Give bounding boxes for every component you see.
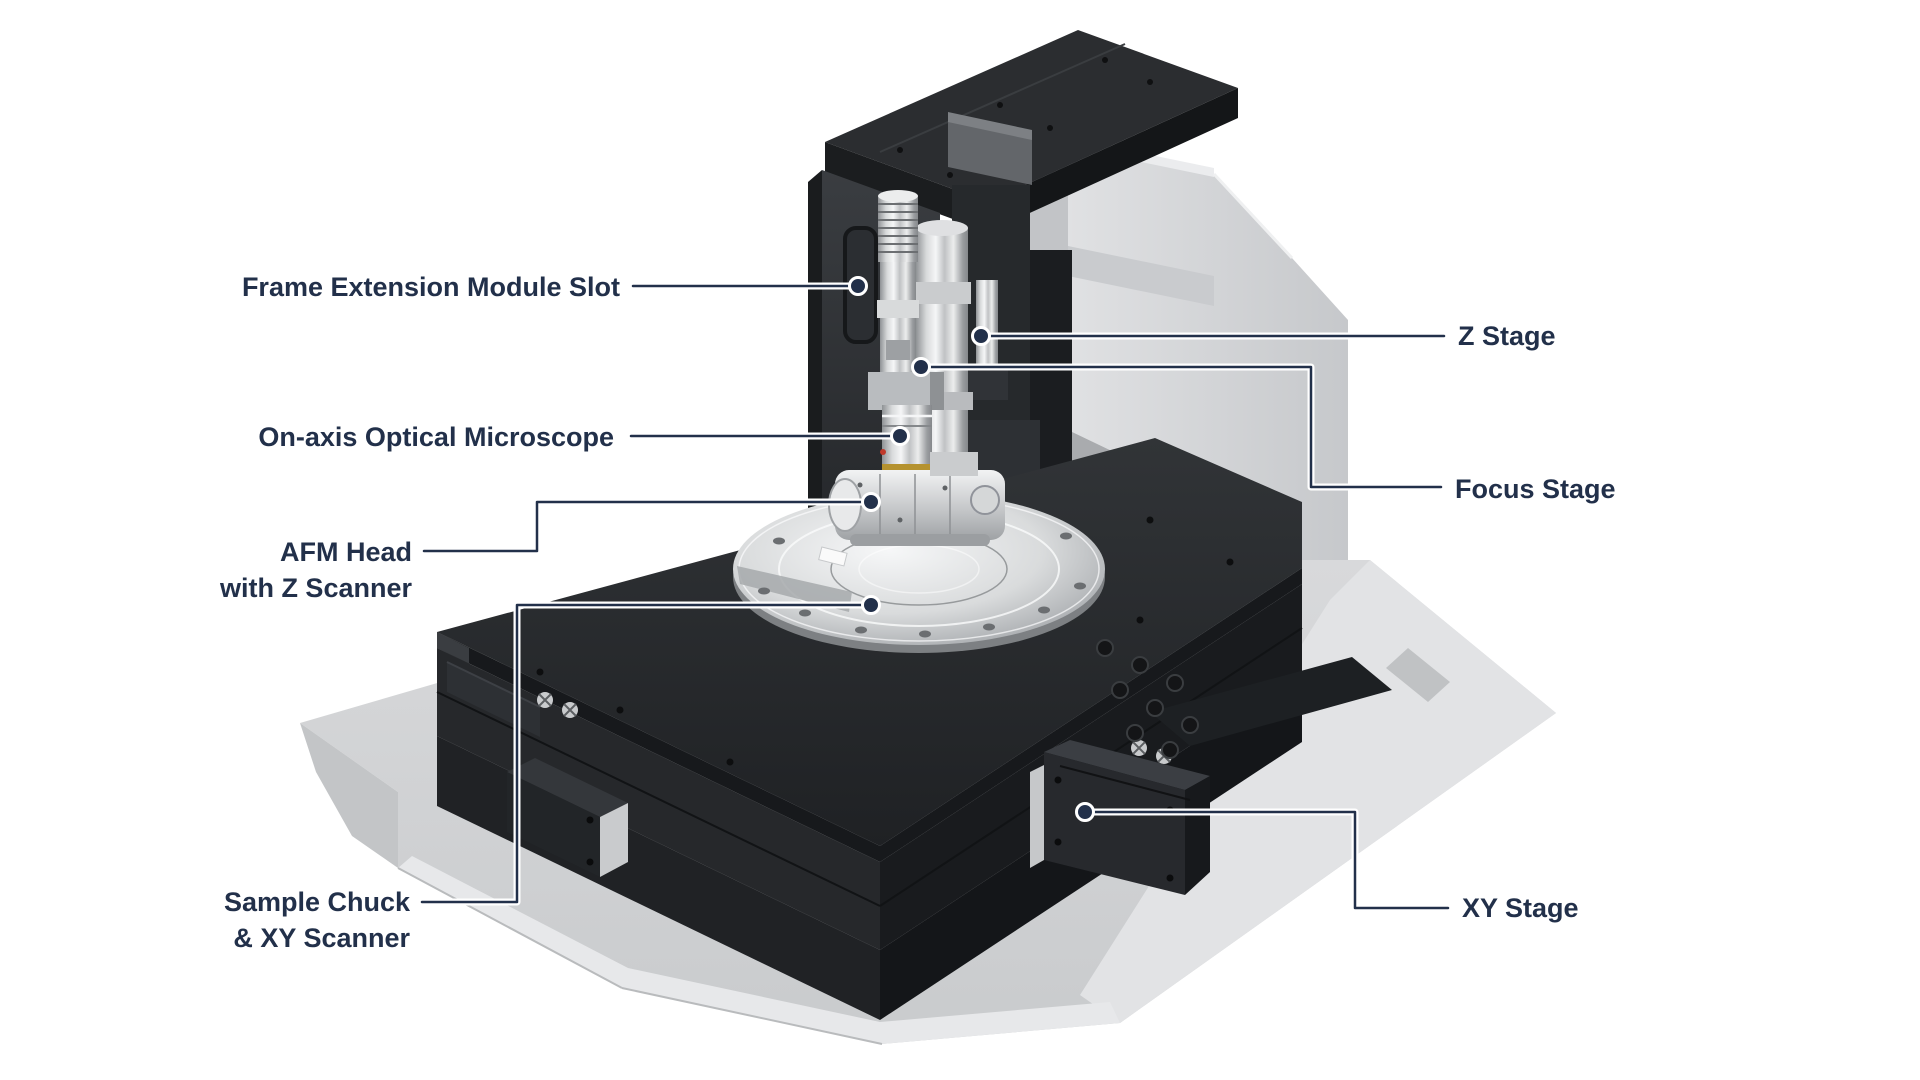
label-text-line2: & XY Scanner [233, 923, 410, 953]
adjustment-knob-cluster [1096, 639, 1199, 759]
label-text: Z Stage [1458, 321, 1556, 351]
leader-dot-focus-stage [911, 357, 931, 377]
label-xy-stage: XY Stage [1462, 890, 1579, 926]
label-afm-head-with-z-scanner: AFM Head with Z Scanner [220, 534, 412, 606]
label-text: Focus Stage [1455, 474, 1616, 504]
top-beam [825, 30, 1238, 232]
leader-dot-xy-stage [1075, 802, 1095, 822]
label-text-line1: Sample Chuck [223, 887, 410, 917]
leader-dot-afm-head [861, 492, 881, 512]
leader-afm-head [422, 500, 873, 553]
xy-stage-motor [1030, 740, 1210, 895]
leader-lines [418, 276, 1452, 912]
threaded-actuator [878, 190, 918, 262]
gold-ring [882, 464, 932, 471]
stage-wing-plate [1150, 657, 1392, 746]
leader-xy-stage [1083, 810, 1450, 910]
label-text: Frame Extension Module Slot [241, 272, 620, 302]
label-sample-chuck-xy-scanner: Sample Chuck & XY Scanner [224, 884, 410, 956]
z-stage-assembly [946, 112, 1072, 530]
label-text-line2: with Z Scanner [219, 573, 412, 603]
label-text-line1: AFM Head [279, 537, 412, 567]
status-led [880, 449, 886, 455]
leader-sample-chuck [420, 603, 873, 904]
leader-dot-z-stage [971, 326, 991, 346]
label-text: On-axis Optical Microscope [258, 422, 614, 452]
label-on-axis-optical-microscope: On-axis Optical Microscope [258, 419, 614, 455]
optics-and-head [828, 190, 1005, 546]
label-frame-extension-module-slot: Frame Extension Module Slot [242, 269, 620, 305]
label-text: XY Stage [1462, 893, 1579, 923]
label-z-stage: Z Stage [1458, 318, 1556, 354]
leader-focus-stage [919, 365, 1443, 489]
leader-dot-sample-chuck [861, 595, 881, 615]
label-focus-stage: Focus Stage [1455, 471, 1616, 507]
leader-dot-on-axis-microscope [890, 426, 910, 446]
leader-dot-frame-extension [848, 276, 868, 296]
